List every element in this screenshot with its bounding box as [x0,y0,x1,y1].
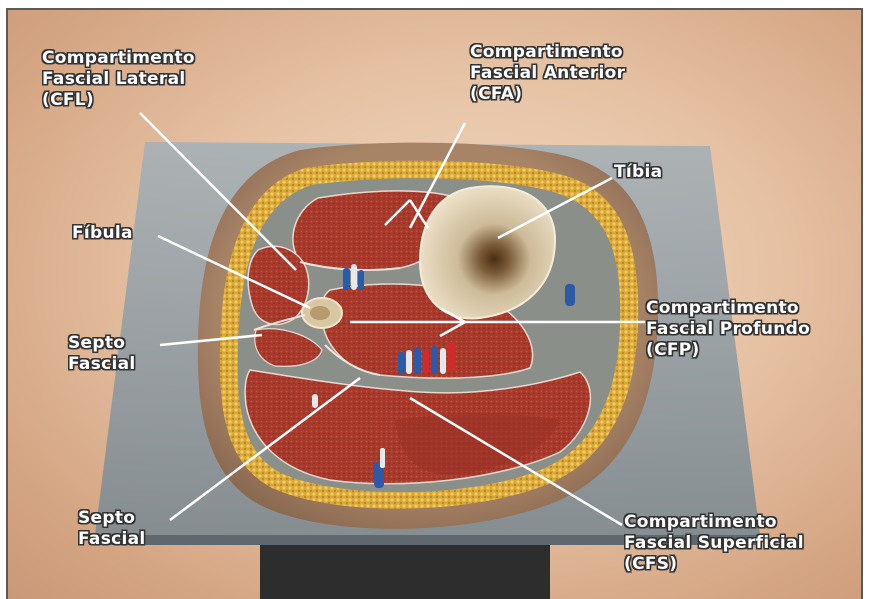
label-cfl: Compartimento Fascial Lateral (CFL) [42,48,195,111]
label-cfs: Compartimento Fascial Superficial (CFS) [624,512,804,575]
great-saphenous-vein [565,284,575,306]
label-septo-upper: Septo Fascial [68,333,136,375]
label-cfa: Compartimento Fascial Anterior (CFA) [470,42,625,105]
label-cfl-line3: (CFL) [42,90,195,111]
label-septo-lower-line1: Septo [78,508,146,529]
label-fibula-text: Fíbula [72,223,133,244]
label-cfa-line3: (CFA) [470,84,625,105]
fibula-marrow [310,306,330,320]
stand [260,540,550,599]
label-cfl-line2: Fascial Lateral [42,69,195,90]
label-septo-upper-line2: Fascial [68,354,136,375]
label-cfa-line1: Compartimento [470,42,625,63]
lateral-compartment-muscle [248,246,309,324]
label-cfp-line1: Compartimento [646,298,810,319]
label-septo-lower-line2: Fascial [78,529,146,550]
label-tibia-text: Tíbia [614,162,662,183]
label-septo-lower: Septo Fascial [78,508,146,550]
label-septo-upper-line1: Septo [68,333,136,354]
label-cfa-line2: Fascial Anterior [470,63,625,84]
label-tibia: Tíbia [614,162,662,183]
label-cfp-line3: (CFP) [646,340,810,361]
label-cfs-line1: Compartimento [624,512,804,533]
label-cfs-line3: (CFS) [624,554,804,575]
label-cfs-line2: Fascial Superficial [624,533,804,554]
label-fibula: Fíbula [72,223,133,244]
label-cfl-line1: Compartimento [42,48,195,69]
label-cfp-line2: Fascial Profundo [646,319,810,340]
peroneal-vessel [312,394,318,408]
label-cfp: Compartimento Fascial Profundo (CFP) [646,298,810,361]
